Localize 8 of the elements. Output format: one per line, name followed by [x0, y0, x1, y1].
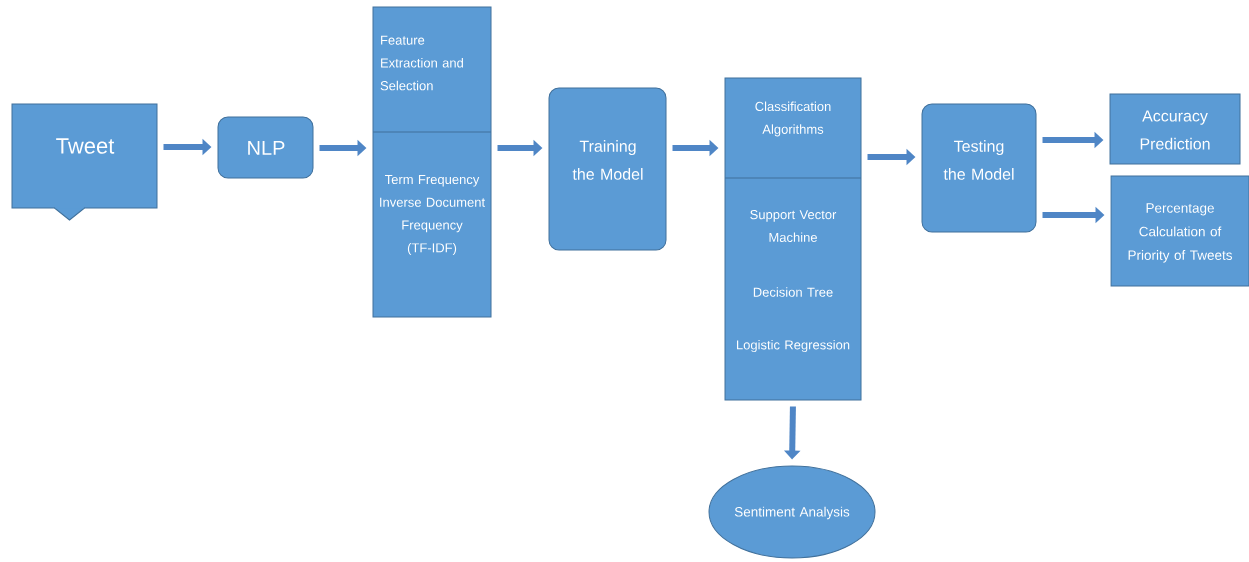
process-box: Training the Model: [548, 87, 667, 251]
process-box: Percentage Calculation of Priority of Tweets: [1110, 175, 1249, 287]
process-box: Classification Algorithms Support Vector Machine Decision Tree Logistic Regression: [724, 77, 862, 401]
process-box: Feature Extraction and Selection Term Frequency Inverse Document Frequency (TF-IDF): [372, 6, 492, 318]
process-box: NLP: [217, 116, 314, 179]
process-box: Accuracy Prediction: [1109, 93, 1241, 165]
callout-box: Tweet: [11, 103, 158, 221]
process-box: Testing the Model: [921, 103, 1037, 233]
